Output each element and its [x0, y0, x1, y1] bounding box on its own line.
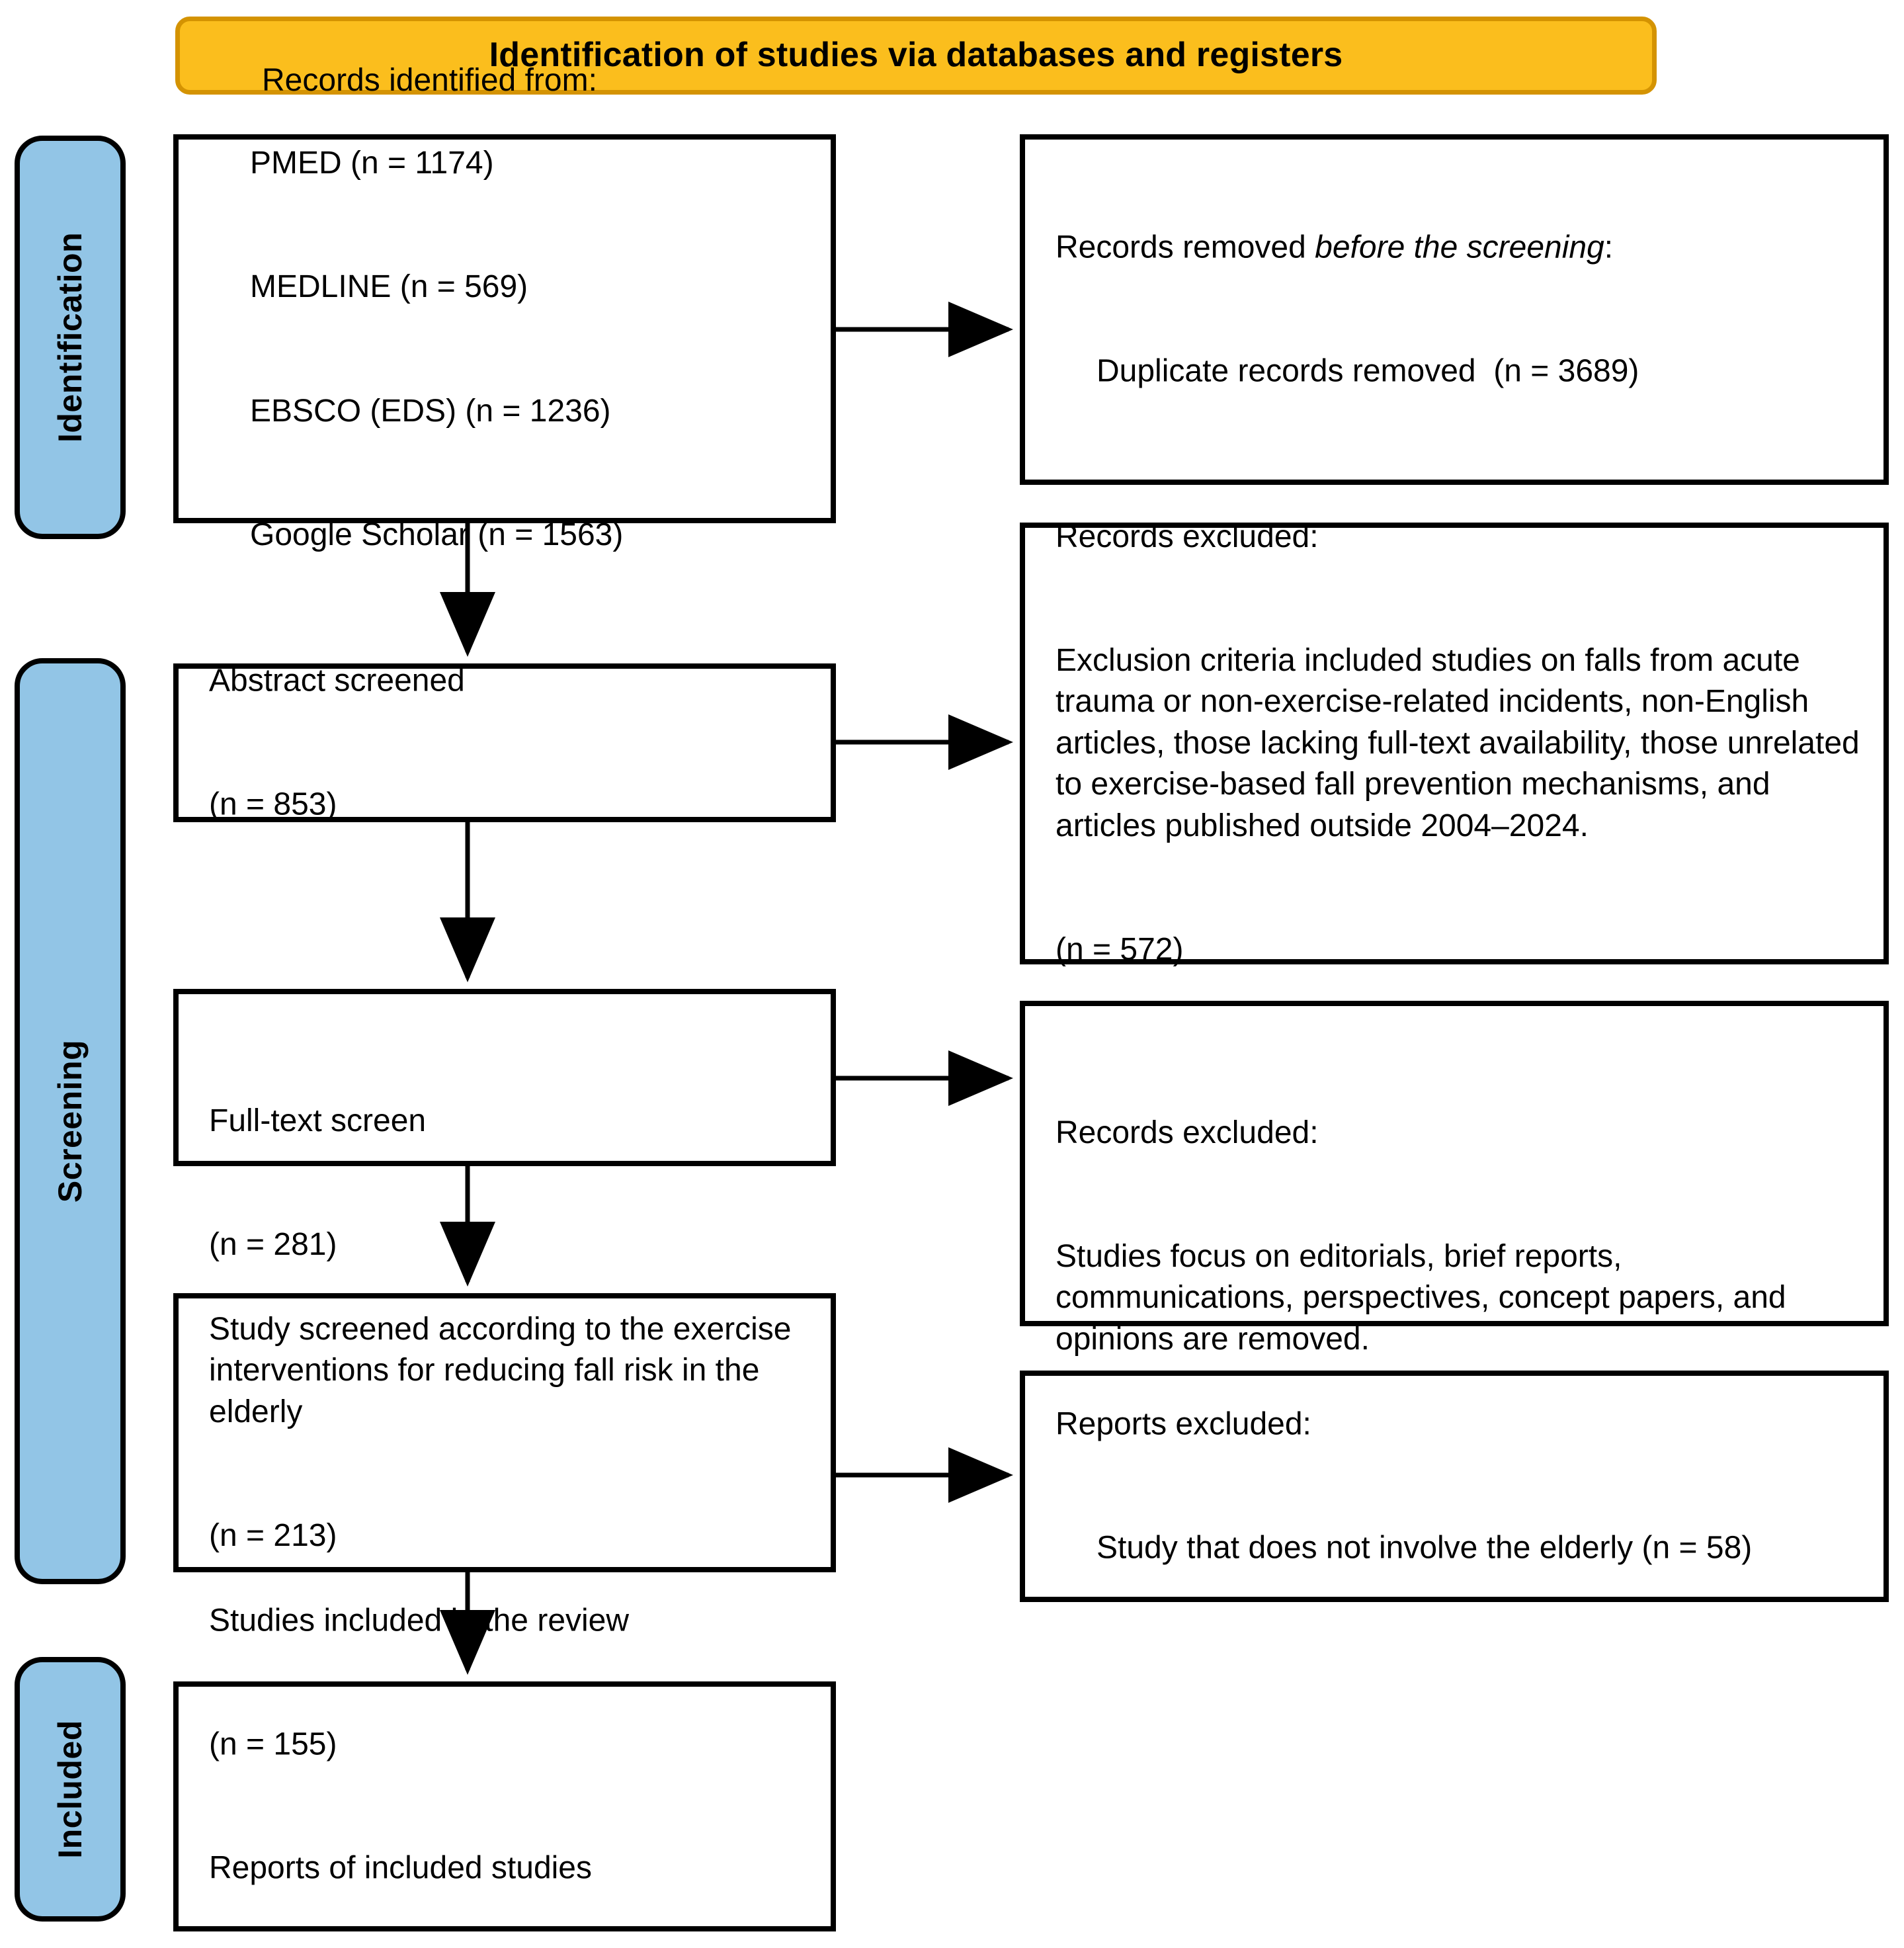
box-reports-excluded: Reports excluded: Study that does not in… — [1020, 1371, 1889, 1602]
records-identified-source-2: EBSCO (EDS) (n = 1236) — [250, 393, 611, 429]
box-records-removed-content: Records removed before the screening: Du… — [1055, 144, 1868, 474]
records-removed-suffix: : — [1604, 230, 1614, 265]
records-excluded-1-body: Exclusion criteria included studies on f… — [1055, 643, 1869, 843]
box-records-identified-content: Records identified from: PMED (n = 1174)… — [209, 19, 815, 638]
reports-excluded-body: Study that does not involve the elderly … — [1097, 1530, 1753, 1566]
records-excluded-1-title: Records excluded: — [1055, 519, 1319, 554]
box-records-excluded-2-content: Records excluded: Studies focus on edito… — [1055, 1030, 1868, 1566]
box-study-screened: Study screened according to the exercise… — [173, 1293, 836, 1572]
abstract-screened-count: (n = 853) — [209, 786, 337, 822]
box-study-screened-content: Study screened according to the exercise… — [209, 1226, 815, 1639]
records-identified-source-0: PMED (n = 1174) — [250, 146, 494, 181]
studies-included-count1: (n = 155) — [209, 1726, 337, 1762]
stage-label-screening-text: Screening — [52, 1039, 89, 1203]
records-excluded-2-body: Studies focus on editorials, brief repor… — [1055, 1238, 1795, 1357]
records-removed-line1: Records removed before the screening: — [1055, 227, 1868, 268]
stage-label-screening: Screening — [15, 658, 126, 1584]
box-records-identified: Records identified from: PMED (n = 1174)… — [173, 63, 836, 552]
box-records-excluded-1: Records excluded: Exclusion criteria inc… — [1020, 519, 1889, 967]
reports-excluded-title: Reports excluded: — [1055, 1406, 1311, 1442]
records-identified-source-3: Google Scholar (n = 1563) — [250, 517, 624, 552]
stage-label-identification-text: Identification — [52, 232, 89, 443]
box-abstract-screened-content: Abstract screened (n = 853) — [209, 577, 815, 908]
box-fulltext-screen-content: Full-text screen (n = 281) — [209, 1018, 815, 1348]
studies-included-line2: Reports of included studies — [209, 1850, 592, 1886]
header-banner: Identification of studies via databases … — [175, 17, 1657, 95]
stage-label-identification: Identification — [15, 136, 126, 539]
box-records-removed: Records removed before the screening: Du… — [1020, 134, 1889, 485]
abstract-screened-title: Abstract screened — [209, 663, 465, 699]
fulltext-screen-title: Full-text screen — [209, 1103, 427, 1138]
studies-included-line1: Studies included in the review — [209, 1603, 630, 1638]
box-records-excluded-2: Records excluded: Studies focus on edito… — [1020, 1001, 1889, 1480]
stage-label-included-text: Included — [52, 1720, 89, 1859]
records-removed-prefix: Records removed — [1055, 230, 1315, 265]
records-excluded-1-count: (n = 572) — [1055, 931, 1184, 967]
box-abstract-screened: Abstract screened (n = 853) — [173, 663, 836, 822]
header-title: Identification of studies via databases … — [489, 36, 1343, 75]
records-excluded-2-title: Records excluded: — [1055, 1115, 1319, 1150]
stage-label-included: Included — [15, 1657, 126, 1922]
records-identified-source-1: MEDLINE (n = 569) — [250, 269, 528, 305]
study-screened-count: (n = 213) — [209, 1517, 337, 1553]
box-records-excluded-1-content: Records excluded: Exclusion criteria inc… — [1055, 434, 1868, 1053]
box-fulltext-screen: Full-text screen (n = 281) — [173, 989, 836, 1262]
records-identified-title: Records identified from: — [262, 63, 597, 99]
fulltext-screen-count: (n = 281) — [209, 1226, 337, 1262]
study-screened-title: Study screened according to the exercise… — [209, 1311, 800, 1429]
box-studies-included: Studies included in the review (n = 155)… — [173, 1603, 836, 1931]
box-studies-included-content: Studies included in the review (n = 155)… — [209, 1517, 815, 1948]
box-reports-excluded-content: Reports excluded: Study that does not in… — [1055, 1321, 1868, 1651]
records-removed-italic: before the screening — [1315, 230, 1604, 265]
records-removed-line2: Duplicate records removed (n = 3689) — [1097, 353, 1639, 389]
